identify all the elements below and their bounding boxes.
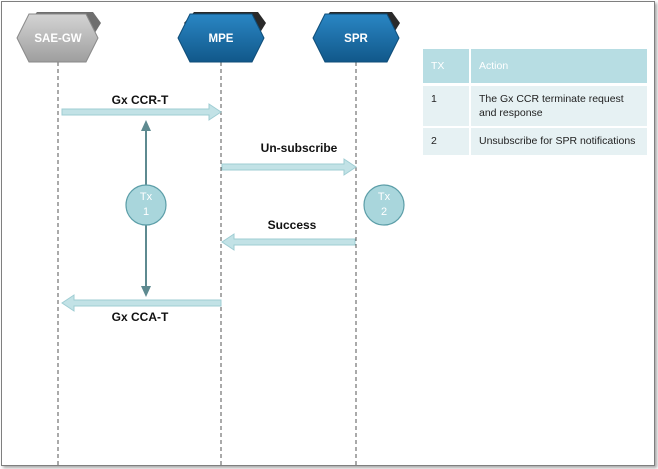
- entity-label: SAE-GW: [34, 33, 81, 45]
- entity-label: SPR: [344, 33, 368, 45]
- entity-sae-gw: SAE-GW: [16, 12, 101, 63]
- message-label: Un-subscribe: [261, 141, 338, 155]
- transaction-1-circle: Tx 1: [125, 184, 167, 226]
- transaction-table: TX Action 1 The Gx CCR terminate request…: [423, 49, 647, 157]
- message-gx-cca-t: Gx CCA-T: [61, 294, 222, 324]
- entity-spr: SPR: [312, 12, 400, 63]
- message-label: Success: [268, 218, 317, 232]
- table-cell-action: The Gx CCR terminate request and respons…: [471, 86, 647, 129]
- column-header-action: Action: [471, 49, 647, 86]
- message-label: Gx CCR-T: [112, 93, 169, 107]
- message-un-subscribe: Un-subscribe: [221, 141, 357, 176]
- message-gx-ccr-t: Gx CCR-T: [61, 93, 222, 121]
- table-cell-action: Unsubscribe for SPR notifications: [471, 128, 647, 157]
- entity-mpe: MPE: [177, 12, 266, 63]
- message-label: Gx CCA-T: [112, 310, 169, 324]
- entity-label: MPE: [209, 33, 234, 45]
- message-success: Success: [221, 218, 356, 251]
- tx-number: 2: [381, 206, 387, 218]
- tx-label: Tx: [378, 191, 391, 203]
- table-header-row: TX Action: [423, 49, 647, 86]
- tx-label: Tx: [140, 191, 153, 203]
- table-cell-tx: 1: [423, 86, 471, 129]
- tx-number: 1: [143, 206, 149, 218]
- table-cell-tx: 2: [423, 128, 471, 157]
- transaction-2-circle: Tx 2: [363, 184, 405, 226]
- column-header-tx: TX: [423, 49, 471, 86]
- table-row: 1 The Gx CCR terminate request and respo…: [423, 86, 647, 129]
- table-row: 2 Unsubscribe for SPR notifications: [423, 128, 647, 157]
